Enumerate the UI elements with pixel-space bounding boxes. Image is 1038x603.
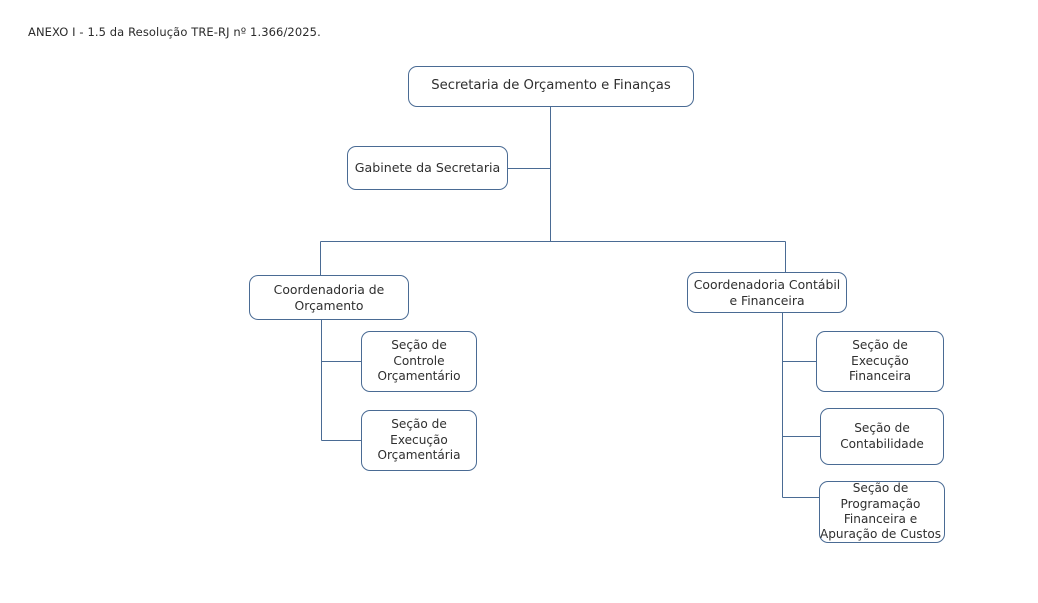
node-secao-de-execucao-financeira[interactable]: Seção de Execução Financeira <box>816 331 944 392</box>
node-label: Coordenadoria de Orçamento <box>273 281 385 313</box>
node-label: Coordenadoria Contábil e Financeira <box>693 276 841 308</box>
node-label: Seção de Programação Financeira e Apuraç… <box>819 481 942 542</box>
node-label: Gabinete da Secretaria <box>354 159 501 175</box>
node-label: Secretaria de Orçamento e Finanças <box>431 78 671 94</box>
node-label: Seção de Contabilidade <box>840 421 924 451</box>
node-label: Seção de Execução Financeira <box>848 338 911 384</box>
node-secao-de-controle-orcamentario[interactable]: Seção de Controle Orçamentário <box>361 331 477 392</box>
node-gabinete-da-secretaria[interactable]: Gabinete da Secretaria <box>347 146 508 190</box>
node-secretaria-orcamento-financas[interactable]: Secretaria de Orçamento e Finanças <box>408 66 694 107</box>
anexo-caption: ANEXO I - 1.5 da Resolução TRE-RJ nº 1.3… <box>28 25 321 39</box>
node-secao-de-execucao-orcamentaria[interactable]: Seção de Execução Orçamentária <box>361 410 477 471</box>
node-secao-de-programacao-financeira-apuracao-custos[interactable]: Seção de Programação Financeira e Apuraç… <box>819 481 945 543</box>
node-label: Seção de Controle Orçamentário <box>377 338 461 384</box>
node-label: Seção de Execução Orçamentária <box>377 417 461 463</box>
node-secao-de-contabilidade[interactable]: Seção de Contabilidade <box>820 408 944 465</box>
node-coordenadoria-de-orcamento[interactable]: Coordenadoria de Orçamento <box>249 275 409 320</box>
node-coordenadoria-contabil-e-financeira[interactable]: Coordenadoria Contábil e Financeira <box>687 272 847 313</box>
